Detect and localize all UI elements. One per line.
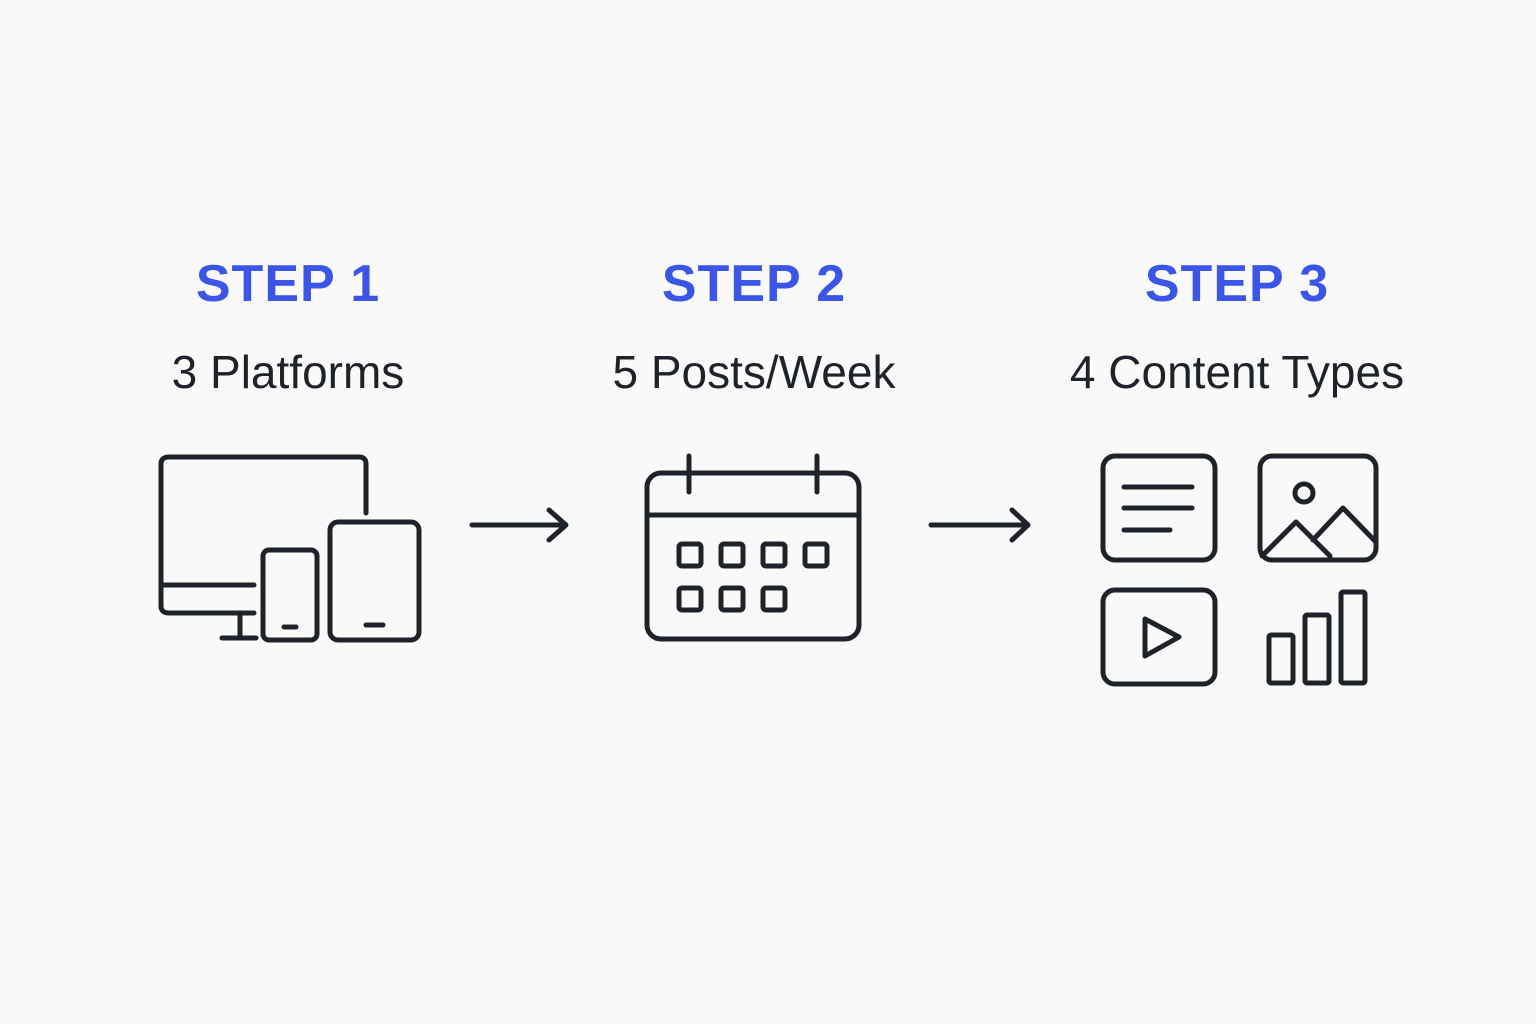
tablet-shape [327,519,422,643]
bar-chart-icon [1266,589,1368,686]
step-subtitle: 5 Posts/Week [612,346,896,398]
monitor-shape [158,454,369,616]
step-title: STEP 2 [661,255,847,313]
content-types-icon [1095,450,1385,692]
phone-shape [260,547,320,643]
devices-icon [150,448,430,648]
video-play-icon [1100,587,1218,687]
arrow-right-icon [468,505,572,545]
calendar-icon [640,450,868,646]
step-subtitle: 4 Content Types [1069,346,1405,398]
arrow-right-icon [926,505,1036,545]
step-subtitle: 3 Platforms [171,346,405,398]
monitor-stand [159,582,259,641]
step-title: STEP 3 [1144,255,1330,313]
image-icon [1257,453,1379,563]
text-document-icon [1100,453,1218,563]
step-title: STEP 1 [195,255,381,313]
